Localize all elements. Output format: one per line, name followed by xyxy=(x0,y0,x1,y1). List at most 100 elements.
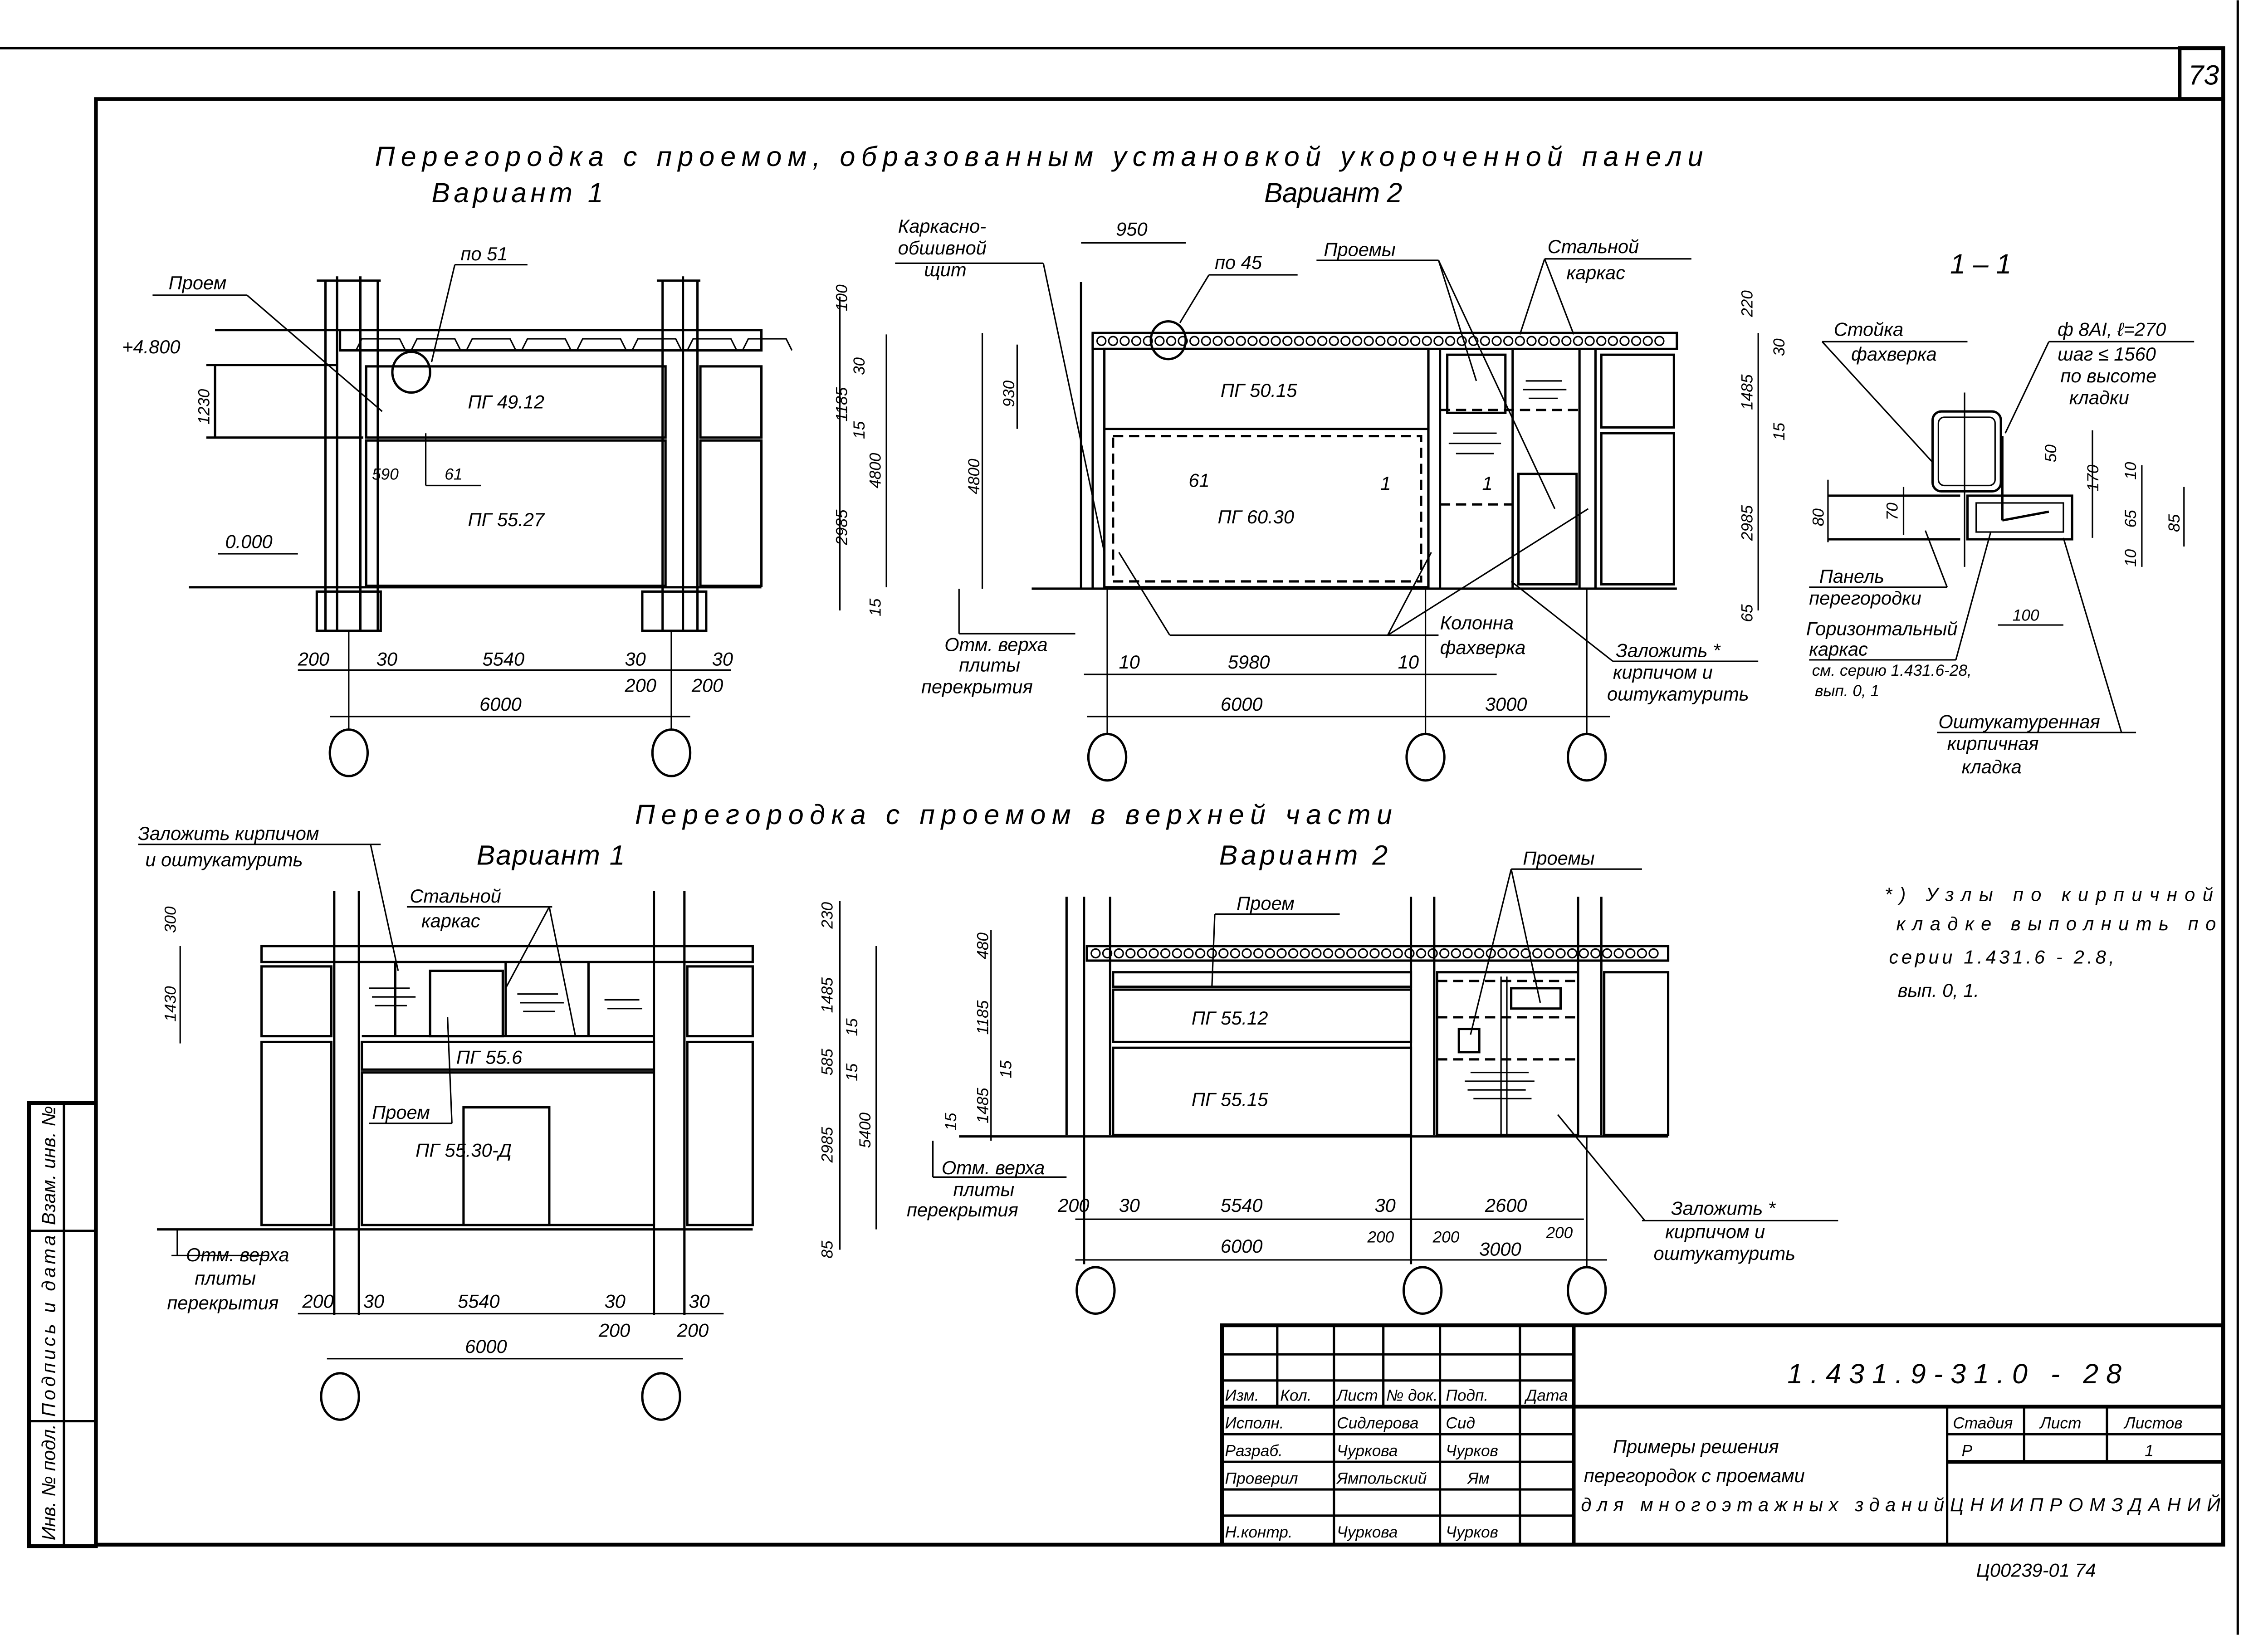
section-1-1: 1 – 1 Стойка фахверка ф 8AI, ℓ=270 шаг ≤… xyxy=(1806,249,2195,777)
section-bottom-title: Перегородка с проемом в верхней части xyxy=(635,799,1392,830)
header-cell: Изм. xyxy=(1225,1387,1259,1405)
panel-label: Панель xyxy=(1819,566,1884,587)
dim: 1485 xyxy=(974,1088,992,1123)
rebar-label: ф 8AI, ℓ=270 xyxy=(2058,319,2166,340)
dim: 230 xyxy=(819,902,836,929)
slab-rib xyxy=(521,338,572,351)
axis-marker xyxy=(1402,1266,1443,1315)
axis-span: 3000 xyxy=(1479,1238,1521,1259)
slab-core xyxy=(1387,336,1398,346)
opening-label: Проем xyxy=(1237,893,1295,914)
signature: Чурков xyxy=(1446,1442,1498,1459)
header-cell: Дата xyxy=(1524,1387,1568,1405)
note-line: серии 1.431.6 - 2.8, xyxy=(1889,946,2114,967)
axis-marker xyxy=(651,728,692,777)
stage-header: Листов xyxy=(2123,1415,2182,1432)
slab-core xyxy=(1166,336,1177,346)
slab-core xyxy=(1573,336,1584,346)
slab-rib xyxy=(742,338,793,351)
panel-lower-label: ПГ 60.30 xyxy=(1217,506,1294,527)
slab-core xyxy=(1096,336,1107,346)
post-label: фахверка xyxy=(1851,343,1937,365)
header-cell: Кол. xyxy=(1280,1387,1311,1405)
slab-core xyxy=(1282,336,1293,346)
slab-core xyxy=(1125,948,1136,959)
openings-label: Проемы xyxy=(1324,239,1395,260)
opening-label: Проем xyxy=(169,272,227,293)
frame-label: каркас xyxy=(1809,638,1868,659)
node-ref: по 45 xyxy=(1215,252,1262,273)
slab-core xyxy=(1247,336,1258,346)
dim: 1430 xyxy=(162,986,180,1022)
drawing-title: Примеры решения xyxy=(1613,1436,1779,1457)
axis-span: 6000 xyxy=(479,693,522,715)
dim: 10 xyxy=(1119,651,1140,673)
slab-core xyxy=(1480,336,1491,346)
dim: 200 xyxy=(1367,1229,1394,1246)
rebar-label: шаг ≤ 1560 xyxy=(2058,343,2156,365)
dim: 10 xyxy=(1398,651,1419,673)
slab-core xyxy=(1503,336,1514,346)
slab-core xyxy=(1631,336,1642,346)
dim: 100 xyxy=(2013,606,2039,624)
panel-upper-label: ПГ 49.12 xyxy=(468,391,545,413)
dim-950: 950 xyxy=(1116,219,1147,240)
masonry-label: кладка xyxy=(1962,756,2022,777)
dim: 15 xyxy=(843,1063,861,1081)
dim: 5540 xyxy=(1221,1195,1263,1216)
fill-note: Заложить кирпичом xyxy=(138,823,319,844)
panel-upper-label: ПГ 55.6 xyxy=(456,1046,523,1068)
slab-core xyxy=(1154,336,1165,346)
slab-core xyxy=(1410,336,1421,346)
dim: 2600 xyxy=(1485,1195,1527,1216)
signature: Чурков xyxy=(1446,1523,1498,1541)
name: Ямпольский xyxy=(1336,1469,1427,1487)
steel-frame-label: Стальной xyxy=(410,885,501,907)
slab-core xyxy=(1625,948,1636,959)
slab-core xyxy=(1375,336,1386,346)
slab-core xyxy=(1305,336,1316,346)
slab-mark: плиты xyxy=(195,1267,256,1288)
note-line: вып. 0, 1. xyxy=(1898,980,1979,1001)
slab-core xyxy=(1526,336,1537,346)
dim: 30 xyxy=(850,357,868,375)
slab-ribs xyxy=(355,338,793,351)
signature: Ям xyxy=(1466,1469,1489,1487)
slab-core xyxy=(1253,948,1264,959)
slab-core xyxy=(1195,948,1206,959)
axis-marker xyxy=(1566,732,1607,782)
bottom-variant2-label: Вариант 2 xyxy=(1219,840,1388,871)
openings-label: Проемы xyxy=(1523,848,1594,869)
slab-core xyxy=(1549,336,1560,346)
slab-mark: плиты xyxy=(959,654,1020,676)
dim: 2985 xyxy=(1738,505,1756,541)
header-cell: Лист xyxy=(1336,1387,1378,1405)
slab-core xyxy=(1445,336,1456,346)
panel-lower-label: ПГ 55.27 xyxy=(468,509,545,530)
dim: 30 xyxy=(625,649,645,670)
stamp-inv-no: Инв. № подл. xyxy=(38,1424,59,1540)
dim: 10 xyxy=(2122,462,2140,480)
dim: 1185 xyxy=(833,387,851,421)
fill-note: оштукатурить xyxy=(1654,1243,1796,1264)
slab-core xyxy=(1300,948,1310,959)
name: Чуркова xyxy=(1337,1523,1398,1541)
steel-frame-label: каркас xyxy=(421,910,480,931)
slab-core xyxy=(1201,336,1212,346)
slab-core xyxy=(1648,948,1659,959)
dim: 100 xyxy=(833,284,851,311)
dim: 220 xyxy=(1738,290,1756,317)
dim: 80 xyxy=(1809,508,1827,527)
axis-marker xyxy=(320,1372,360,1421)
slab-core xyxy=(1276,948,1287,959)
dim: 300 xyxy=(162,906,180,933)
slab-rib xyxy=(576,338,627,351)
dim: 1485 xyxy=(1738,374,1756,410)
slab-rib xyxy=(465,338,517,351)
slab-core xyxy=(1497,948,1508,959)
slab-core xyxy=(1509,948,1520,959)
dim: 65 xyxy=(1738,604,1756,622)
slab-rib xyxy=(411,338,461,351)
slab-mark: плиты xyxy=(953,1179,1014,1200)
